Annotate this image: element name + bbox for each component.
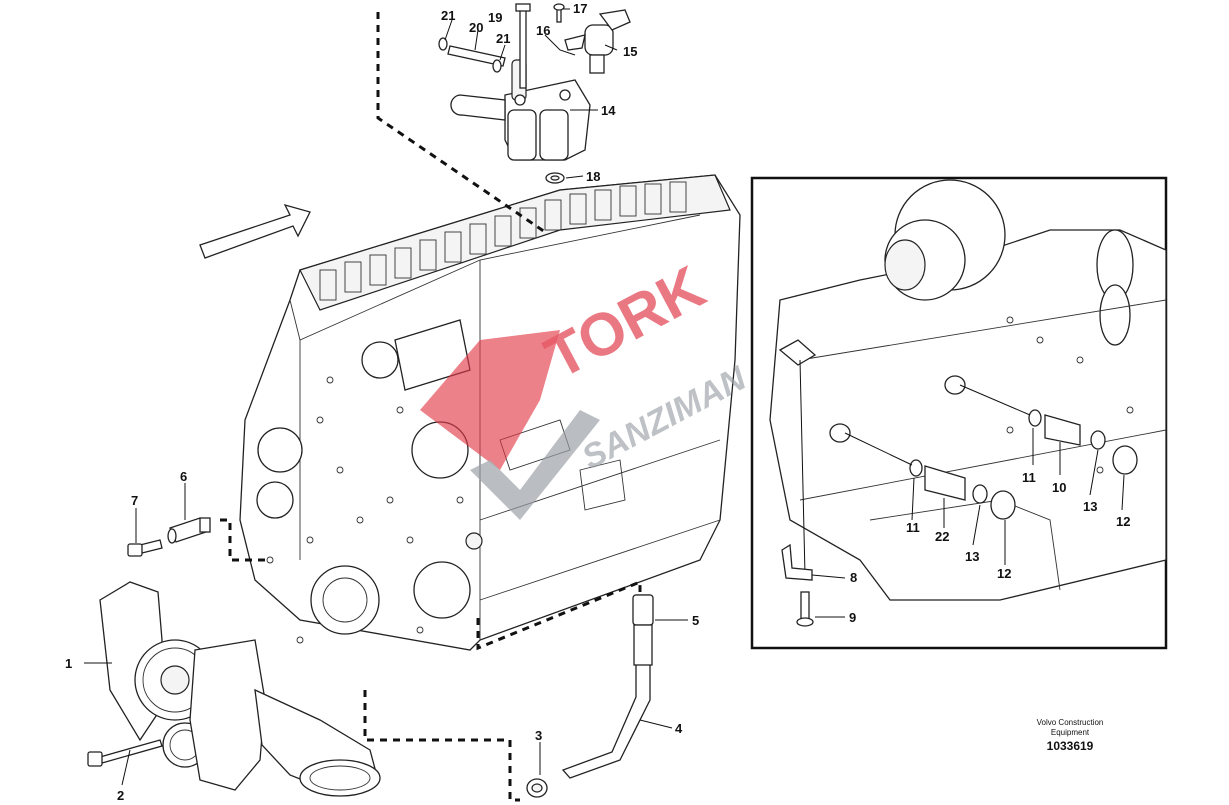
callout-4: 4 (675, 721, 683, 736)
leader-lines (84, 8, 1125, 786)
callout-15: 15 (623, 44, 637, 59)
callout-3: 3 (535, 728, 542, 743)
callout-17: 17 (573, 1, 587, 16)
callout-12-lower: 12 (997, 566, 1011, 581)
callout-21-upper: 21 (441, 8, 455, 23)
callout-1: 1 (65, 656, 72, 671)
valve-housing-assembly (438, 3, 631, 184)
callout-9: 9 (849, 610, 856, 625)
callout-14: 14 (601, 103, 616, 118)
callout-8: 8 (850, 570, 857, 585)
direction-arrow-top-left (199, 203, 311, 259)
sensor-and-bolt (127, 517, 211, 557)
callout-7: 7 (131, 493, 138, 508)
callout-12-upper: 12 (1116, 514, 1130, 529)
callout-2: 2 (117, 788, 124, 803)
callout-11-upper: 11 (1022, 470, 1036, 485)
credit-line-2: Equipment (1051, 728, 1090, 737)
callout-10: 10 (1052, 480, 1066, 495)
oil-pump (87, 581, 381, 797)
oil-pipe (526, 594, 654, 798)
callout-18: 18 (586, 169, 600, 184)
callout-22: 22 (935, 529, 949, 544)
callout-20: 20 (469, 20, 483, 35)
figure-number: 1033619 (1047, 739, 1094, 753)
callout-13-upper: 13 (1083, 499, 1097, 514)
callout-11-lower: 11 (906, 520, 920, 535)
callout-6: 6 (180, 469, 187, 484)
callout-21-lower: 21 (496, 31, 510, 46)
callout-13-lower: 13 (965, 549, 979, 564)
inset-detail (750, 176, 1168, 650)
callout-5: 5 (692, 613, 699, 628)
credit-line-1: Volvo Construction (1037, 718, 1104, 727)
callout-16: 16 (536, 23, 550, 38)
callout-19: 19 (488, 10, 502, 25)
